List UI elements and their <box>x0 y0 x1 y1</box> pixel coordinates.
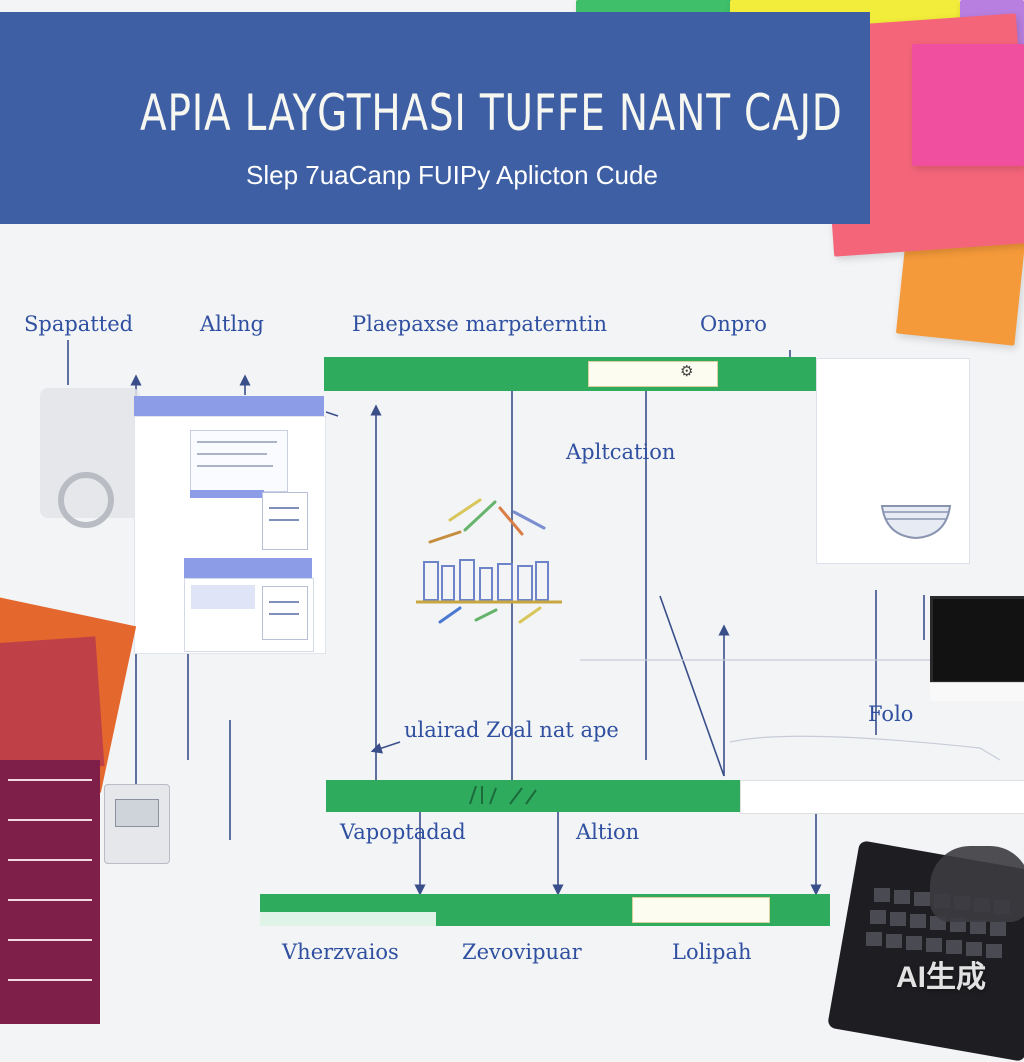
connector-line <box>325 411 339 417</box>
label-folo: Folo <box>868 702 914 726</box>
monitor-base <box>930 682 1024 701</box>
ai-generated-watermark: AI生成 <box>896 961 986 994</box>
form-card <box>262 492 308 550</box>
label-lolipah: Lolipah <box>672 940 752 964</box>
bottom-bar-slot <box>632 897 770 923</box>
bottom-bar-tab <box>260 912 436 926</box>
connector-line <box>729 735 1001 761</box>
doc-line <box>269 601 299 603</box>
doc-line <box>269 519 299 521</box>
label-zevolipuar: Zevovipuar <box>462 940 582 964</box>
middle-bar-slot <box>740 780 1024 814</box>
main-panel-bar <box>324 357 816 391</box>
bowl-icon <box>880 505 952 540</box>
doc-thumbnail <box>190 430 288 492</box>
doc-line <box>197 453 267 455</box>
connector-line <box>370 741 401 754</box>
label-application: Apltcation <box>566 440 676 464</box>
header-banner <box>0 12 870 224</box>
main-panel-slot <box>588 361 718 387</box>
label-onpro: Onpro <box>700 312 767 336</box>
label-planning: Plaepaxse marpaterntin <box>352 312 608 336</box>
doc-line <box>269 507 299 509</box>
book-stack-lines <box>8 779 92 981</box>
list-card-bar <box>184 558 312 578</box>
middle-bar-ticks <box>469 785 537 805</box>
book-red <box>0 636 105 774</box>
small-doc-card <box>262 586 308 640</box>
page-subtitle: Slep 7uaCanp FUIPy Aplicton Cude <box>246 160 658 190</box>
list-card-fill <box>191 585 255 609</box>
machine-gear <box>58 472 114 528</box>
doc-line <box>197 465 273 467</box>
doc-line <box>269 613 299 615</box>
monitor-screen <box>930 596 1024 684</box>
form-card-bar <box>190 490 264 498</box>
sticky-note-pink <box>912 44 1024 166</box>
hand-illustration <box>930 846 1024 922</box>
device-icon <box>104 784 170 864</box>
label-alting: Altlng <box>200 312 265 336</box>
connector-line <box>659 595 725 777</box>
label-zoal: ulairad Zoal nat ape <box>404 718 619 742</box>
cog-icon: ⚙ <box>680 363 694 380</box>
label-supported-top: Spapatted <box>24 312 134 336</box>
middle-green-bar <box>326 780 740 812</box>
doc-line <box>197 441 277 443</box>
label-altion: Altion <box>576 820 640 844</box>
device-screen <box>115 799 159 827</box>
label-supported-bottom: Vapoptadad <box>340 820 466 844</box>
left-window-bar <box>134 396 324 416</box>
bookshelf-illustration <box>416 498 562 624</box>
label-wherevalos: Vherzvaios <box>282 940 399 964</box>
